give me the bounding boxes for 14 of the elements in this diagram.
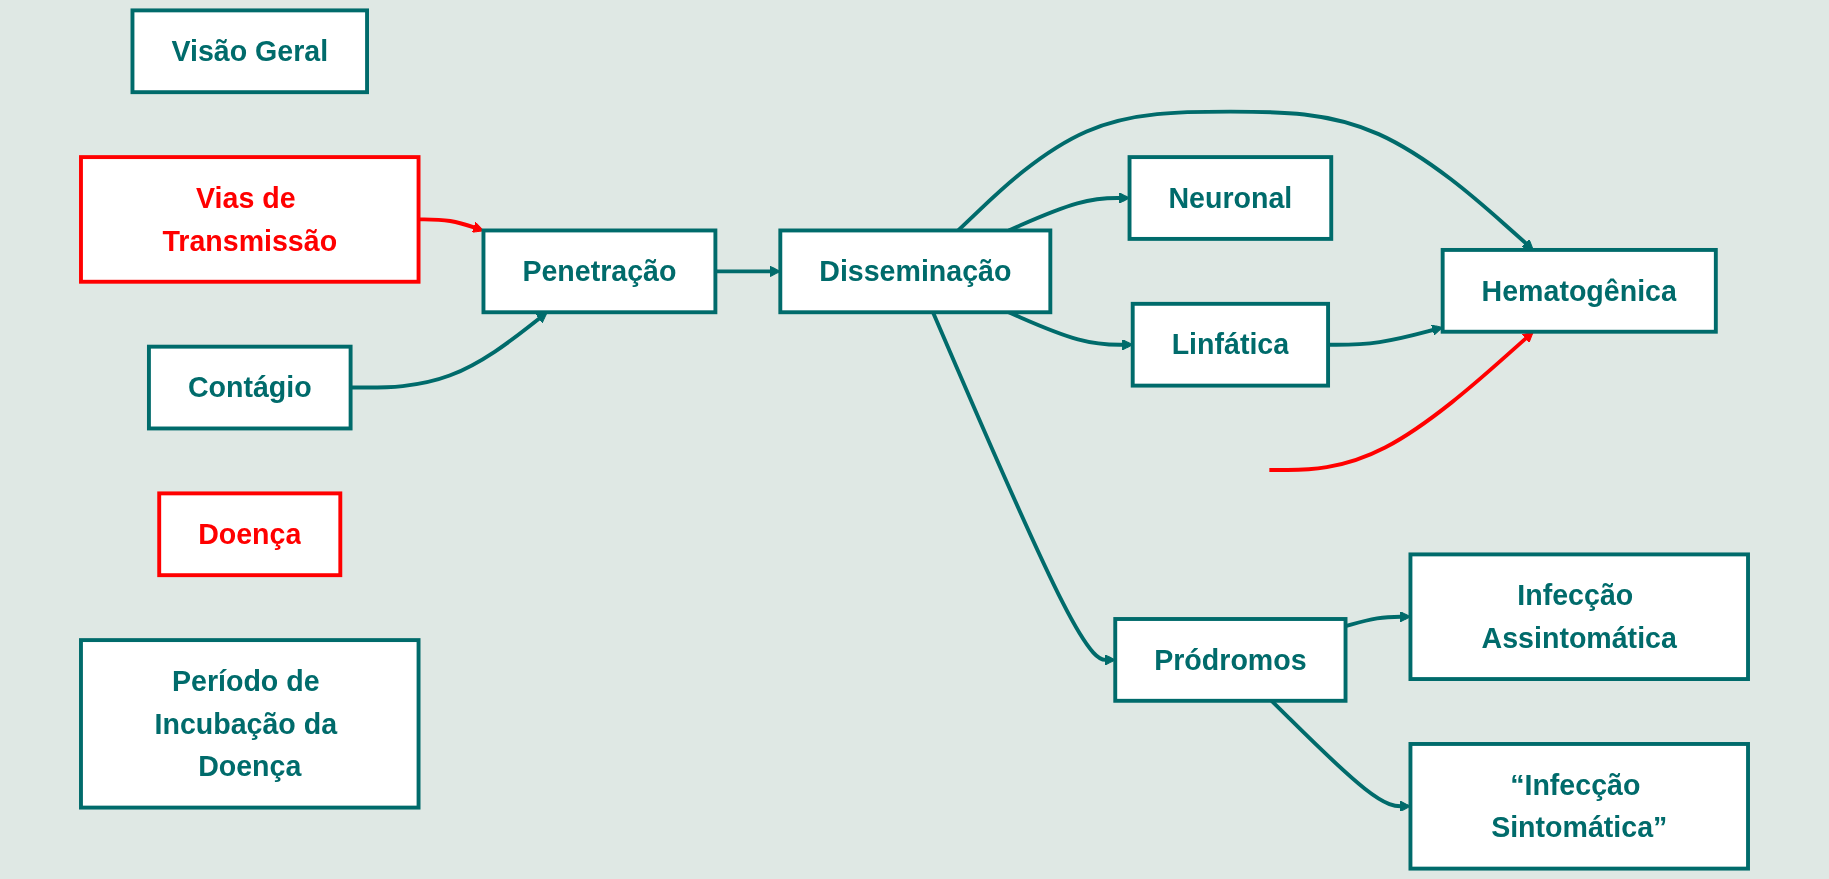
node-box: Linfática <box>1130 301 1330 388</box>
arrow <box>1269 331 1534 472</box>
node-box: Pródromos <box>1113 617 1348 703</box>
node-box: Visão Geral <box>130 8 369 95</box>
node-box: Contágio <box>147 344 353 431</box>
node-box: Doença <box>157 491 343 578</box>
node-box: Vias de Transmissão <box>79 155 421 284</box>
node-box: Penetração <box>481 228 718 315</box>
node-box: Neuronal <box>1127 155 1334 241</box>
node-box: “Infecção Sintomática” <box>1408 742 1750 871</box>
node-box: Infecção Assintomática <box>1408 552 1750 681</box>
node-box: Período de Incubação da Doença <box>79 638 421 810</box>
node-box: Hematogênica <box>1440 248 1718 334</box>
node-box: Disseminação <box>778 228 1053 315</box>
